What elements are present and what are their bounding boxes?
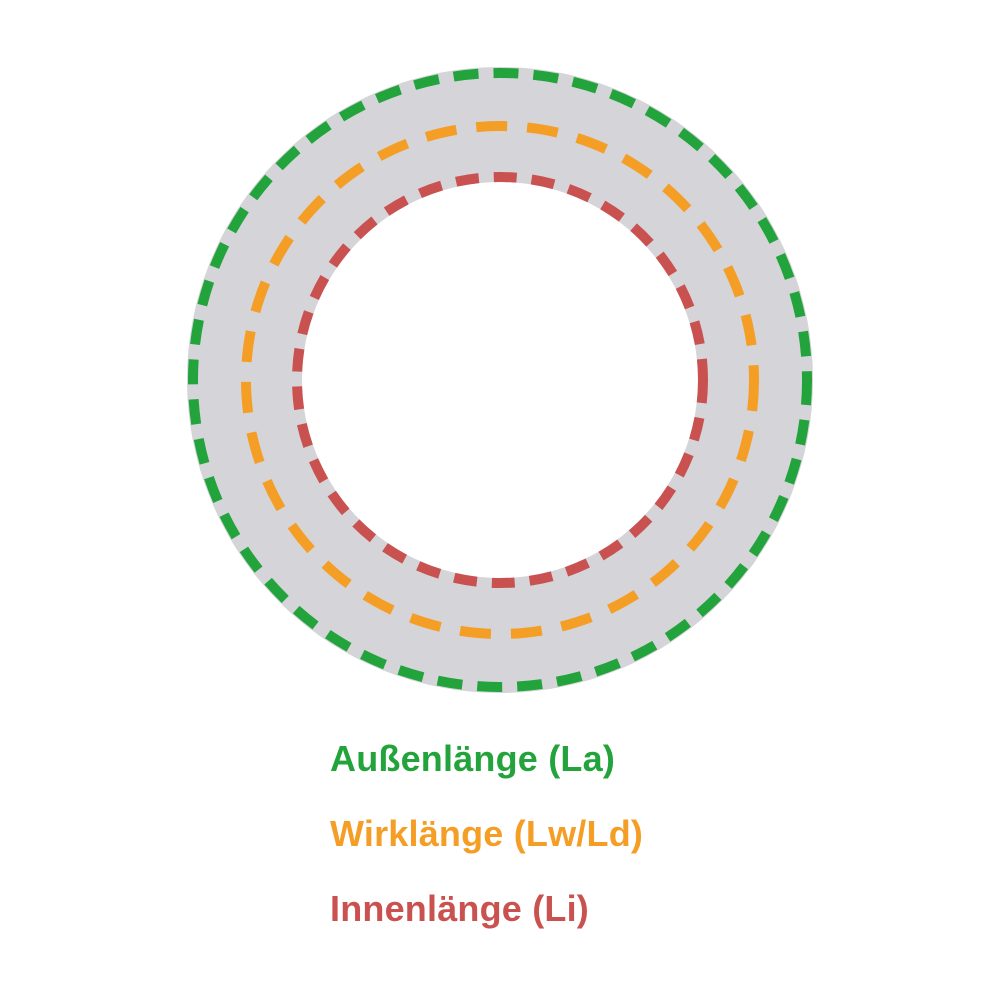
legend: Außenlänge (La) Wirklänge (Lw/Ld) Innenl…	[330, 741, 643, 927]
legend-effective-length: Wirklänge (Lw/Ld)	[330, 813, 644, 854]
effective-length-circle	[241, 121, 759, 639]
legend-inner-length: Innenlänge (Li)	[330, 888, 589, 929]
legend-outer-length: Außenlänge (La)	[330, 738, 616, 779]
inner-length-circle	[292, 172, 708, 588]
outer-length-circle	[188, 68, 812, 692]
